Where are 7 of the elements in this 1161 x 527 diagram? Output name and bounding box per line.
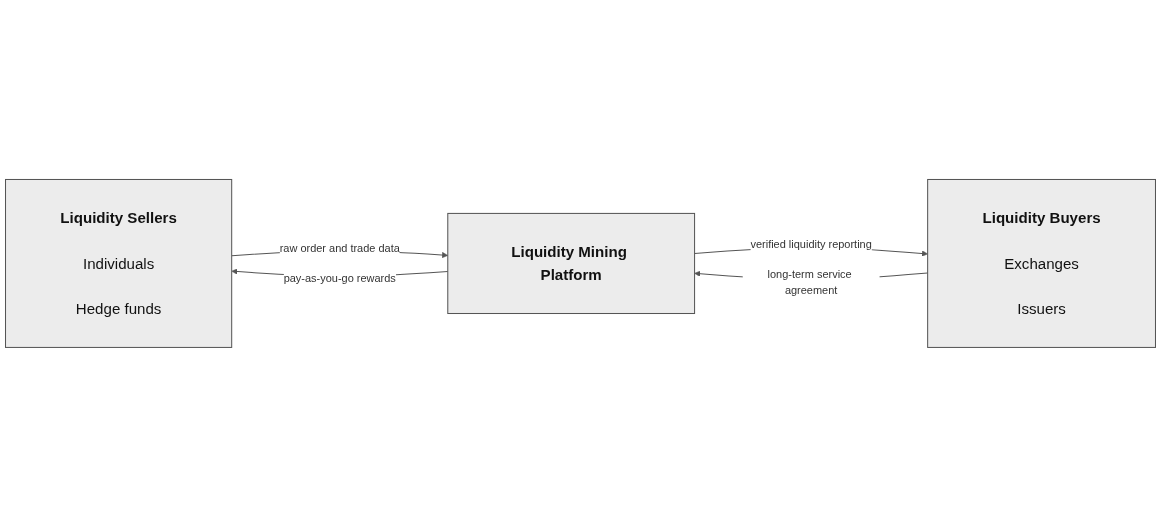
node-box: Liquidity Buyers Exchanges Issuers [927, 179, 1156, 348]
edge-label: long-term service agreement [767, 268, 852, 297]
edge-label: raw order and trade data [279, 242, 400, 254]
node-box: Liquidity Mining Platform [447, 212, 696, 315]
node-box: Liquidity Sellers Individuals Hedge funds [5, 179, 233, 348]
edge-label: pay-as-you-go rewards [283, 272, 396, 285]
edge-label: verified liquidity reporting [750, 238, 872, 250]
